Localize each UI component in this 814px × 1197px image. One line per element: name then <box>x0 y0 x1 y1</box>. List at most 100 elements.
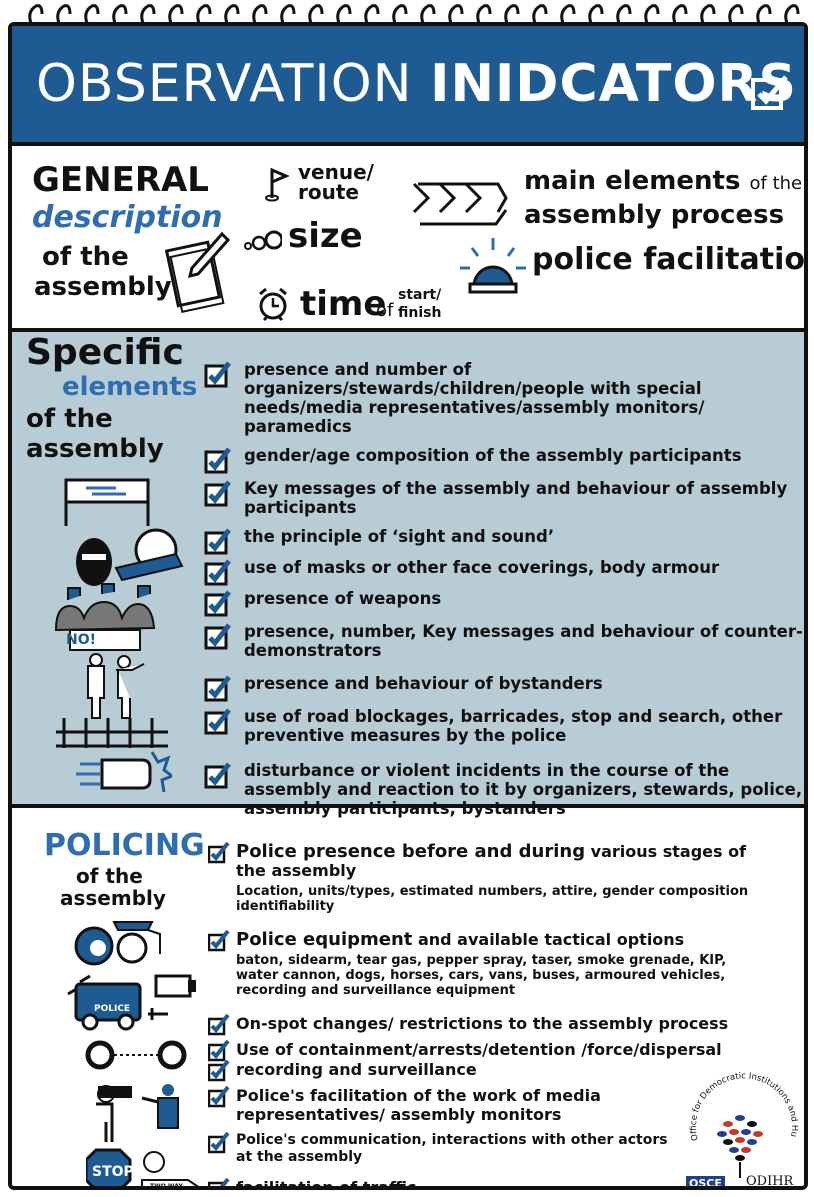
time-of-label: of <box>376 300 394 321</box>
policing-section: POLICING of the assembly POLICE <box>12 808 804 1190</box>
banner-no-text: NO! <box>66 632 97 648</box>
specific-item-text: presence of weapons <box>244 589 442 608</box>
general-heading: GENERAL <box>32 160 209 200</box>
odihr-label: ODIHR <box>746 1174 794 1189</box>
size-label: size <box>288 216 363 256</box>
general-heading-description: description <box>32 200 223 235</box>
general-heading-assembly: assembly <box>34 272 172 302</box>
checkbox-icon <box>208 930 230 952</box>
specific-item-text: gender/age composition of the assembly p… <box>244 446 742 465</box>
checkbox-icon <box>204 590 231 617</box>
policing-item: Police's facilitation of the work of med… <box>208 1086 668 1124</box>
checkbox-icon <box>208 1014 230 1036</box>
policing-item-rest: and available tactical options <box>412 930 685 949</box>
policing-item-sub: baton, sidearm, tear gas, pepper spray, … <box>236 953 727 998</box>
checkbox-icon <box>204 559 231 586</box>
specific-item: presence and number of organizers/stewar… <box>202 360 804 436</box>
policing-item: recording and surveillance <box>208 1060 768 1082</box>
police-facilitation-label: police facilitation <box>532 242 808 277</box>
policing-item: Police equipment and available tactical … <box>208 930 768 998</box>
specific-item-text: Key messages of the assembly and behavio… <box>244 479 788 517</box>
camera-monitor-icon <box>96 1084 179 1142</box>
flag-pin-icon <box>265 167 290 202</box>
policing-heading-assembly: assembly <box>60 886 166 910</box>
venue-route-label: venue/ route <box>298 160 374 204</box>
police-officers-icon <box>74 921 161 966</box>
checkbox-icon <box>208 1040 230 1062</box>
title-band: OBSERVATION INIDCATORS <box>12 26 804 146</box>
time-label: time <box>300 284 387 324</box>
specific-item: presence and behaviour of bystanders <box>202 674 804 702</box>
checkbox-icon <box>208 1086 230 1108</box>
spiral-binding-icon <box>28 4 800 27</box>
main-elements-of-the: of the <box>749 173 803 194</box>
specific-item: presence of weapons <box>202 589 804 617</box>
specific-item-text: use of masks or other face coverings, bo… <box>244 558 720 577</box>
specific-item-text: presence and behaviour of bystanders <box>244 674 603 693</box>
specific-heading-elements: elements <box>62 372 198 402</box>
osce-label: OSCE <box>686 1176 725 1186</box>
specific-item-text: use of road blockages, barricades, stop … <box>244 707 783 745</box>
specific-item: use of road blockages, barricades, stop … <box>202 707 804 745</box>
checkbox-icon <box>204 708 231 735</box>
policing-item-bold: facilitation of traffic <box>236 1178 417 1190</box>
specific-item: disturbance or violent incidents in the … <box>202 761 804 818</box>
page-title: OBSERVATION INIDCATORS <box>36 54 797 114</box>
checkbox-icon <box>208 1178 230 1186</box>
checkbox-icon <box>204 675 231 702</box>
main-elements-text: main elements <box>524 166 741 196</box>
banner-icon <box>64 478 150 526</box>
fist-impact-icon <box>76 751 172 793</box>
checkbox-icon <box>204 623 231 650</box>
specific-item: gender/age composition of the assembly p… <box>202 446 804 474</box>
two-way-sign-label: TWO WAY <box>150 1183 183 1190</box>
checkbox-icon <box>208 1132 230 1154</box>
general-heading-of-the: of the <box>42 242 129 272</box>
specific-item: use of masks or other face coverings, bo… <box>202 558 804 586</box>
handcuffs-icon <box>85 1040 187 1070</box>
poster-board: OBSERVATION INIDCATORS GENERAL descripti… <box>8 22 808 1190</box>
checkbox-icon <box>208 842 230 864</box>
policing-item-bold: Police's facilitation of the work of med… <box>236 1086 601 1124</box>
assembly-process-label: assembly process <box>524 200 785 230</box>
bystanders-barricade-icon <box>56 653 168 748</box>
policing-item-rest: various stages of the assembly <box>236 842 747 880</box>
checkbox-icon <box>751 75 788 110</box>
chevron-arrows-icon <box>412 182 508 226</box>
specific-item: Key messages of the assembly and behavio… <box>202 479 804 517</box>
notepad-pen-icon <box>164 231 231 313</box>
policing-item: Police presence before and during variou… <box>208 842 768 914</box>
policing-heading-of-the: of the <box>76 864 143 888</box>
specific-elements-list: presence and number of organizers/stewar… <box>202 338 804 818</box>
police-van-icon <box>67 974 196 1031</box>
checkbox-icon <box>204 480 231 507</box>
policing-item-bold: Police's communication, interactions wit… <box>236 1132 668 1165</box>
specific-heading-assembly: assembly <box>26 434 164 464</box>
stop-sign-icon <box>86 1148 199 1186</box>
police-siren-icon <box>460 238 526 294</box>
title-part2: INIDCATORS <box>430 54 798 114</box>
specific-item: presence, number, Key messages and behav… <box>202 622 804 660</box>
checkbox-icon <box>204 447 231 474</box>
policing-heading: POLICING <box>44 828 205 863</box>
title-part1: OBSERVATION <box>36 54 413 114</box>
specific-item-text: disturbance or violent incidents in the … <box>244 761 803 818</box>
specific-heading-of-the: of the <box>26 404 113 434</box>
policing-item-bold: Police equipment <box>236 929 413 950</box>
specific-section: Specific elements of the assembly NO! <box>12 332 804 818</box>
circles-size-icon <box>244 230 282 251</box>
checkbox-icon <box>204 361 231 388</box>
start-finish-label: start/ finish <box>398 287 442 321</box>
policing-item: Police's communication, interactions wit… <box>208 1132 668 1166</box>
checkbox-icon <box>204 528 231 555</box>
policing-item-bold: Police presence before and during <box>236 841 586 862</box>
checkbox-icon <box>208 1060 230 1082</box>
masked-faces-icon <box>76 528 184 586</box>
policing-item: On-spot changes/ restrictions to the ass… <box>208 1014 768 1036</box>
specific-item-text: presence, number, Key messages and behav… <box>244 622 803 660</box>
police-van-label: POLICE <box>94 1004 131 1014</box>
main-elements-label: main elements of the <box>524 166 802 196</box>
specific-heading: Specific <box>26 332 184 373</box>
counter-demonstrators-icon <box>54 583 156 651</box>
policing-item-sub: Location, units/types, estimated numbers… <box>236 884 749 914</box>
